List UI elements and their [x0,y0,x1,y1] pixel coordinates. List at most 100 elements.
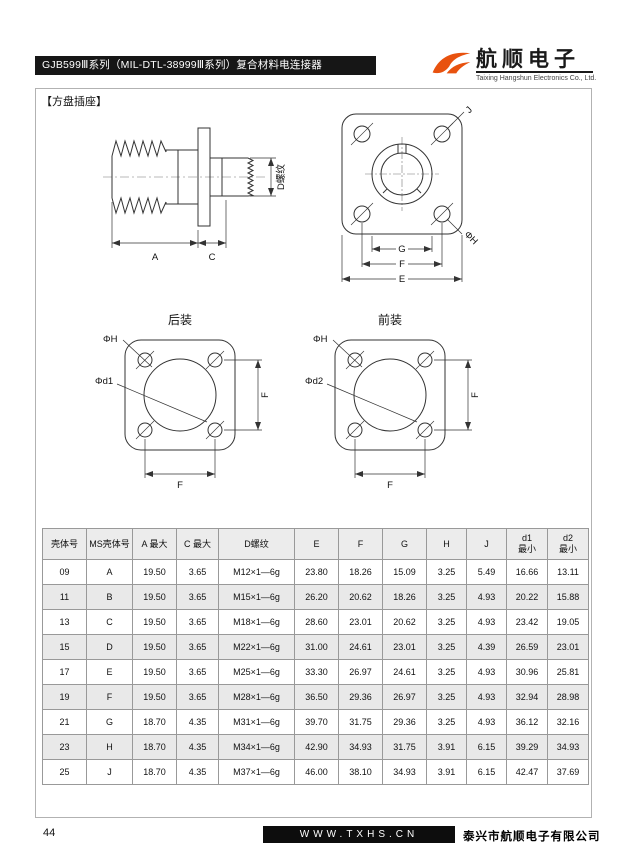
table-cell: 4.93 [466,684,507,710]
table-cell: 15 [42,634,87,660]
column-header: E [294,528,339,560]
dimension-lines [144,359,262,478]
table-cell: 34.93 [338,734,383,760]
column-header: J [466,528,507,560]
shell-circle [371,143,433,205]
front-mount-drawing: ΦH Φd2 F F [305,334,481,491]
flange-plate [197,127,211,227]
rear-mount-title: 后装 [167,313,192,327]
column-header: C 最大 [176,528,219,560]
table-cell: 3.65 [176,584,219,610]
table-cell: 4.35 [176,734,219,760]
dim-j-label: J [464,104,475,115]
dim-g-label: G [398,244,405,255]
table-cell: 3.65 [176,684,219,710]
table-cell: 11 [42,584,87,610]
table-cell: 26.20 [294,584,339,610]
table-cell: 25.81 [547,659,589,685]
table-cell: 23.01 [382,634,427,660]
table-cell: 32.94 [506,684,548,710]
table-cell: 29.36 [382,709,427,735]
page-number: 44 [43,827,56,839]
cutout-diameter-label: Φd1 [95,376,113,387]
table-cell: 23 [42,734,87,760]
column-header: D螺纹 [218,528,295,560]
leader-cutout [326,383,418,423]
table-cell: 34.93 [547,734,589,760]
leader-hole [446,218,463,235]
cutout-diameter-label: Φd2 [305,376,323,387]
flange-outline [341,111,465,235]
mounting-hole [433,125,451,143]
table-cell: 29.36 [338,684,383,710]
table-cell: 20.22 [506,584,548,610]
dimension-lines [111,157,276,248]
footer-company: 泰兴市航顺电子有限公司 [463,831,601,843]
column-header: d2 最小 [547,528,589,560]
table-cell: 3.25 [426,684,467,710]
column-header: MS壳体号 [86,528,133,560]
flange-square [341,113,463,235]
column-header: A 最大 [132,528,177,560]
table-cell: 25 [42,759,87,785]
table-cell: 19.50 [132,584,177,610]
table-cell: M34×1—6g [218,734,295,760]
brand-name: 航顺电子 [476,48,580,71]
dim-f-side-label: F [470,392,481,398]
table-cell: C [86,609,133,635]
table-cell: 28.98 [547,684,589,710]
mounting-hole [347,422,363,438]
table-cell: M37×1—6g [218,759,295,785]
mounting-hole [353,125,371,143]
table-cell: 31.00 [294,634,339,660]
acme-thread-top [111,139,167,158]
mounting-hole [433,205,451,223]
table-cell: 3.25 [426,634,467,660]
brand-subtitle: Taixing Hangshun Electronics Co., Ltd. [476,75,597,82]
table-cell: 15.09 [382,559,427,585]
table-cell: 09 [42,559,87,585]
flange-view-drawing: G F E J ΦH [341,104,480,285]
table-cell: 3.65 [176,559,219,585]
leader-hole [122,339,153,368]
front-mount-title: 前装 [377,313,402,327]
table-cell: 18.70 [132,709,177,735]
table-cell: 4.35 [176,759,219,785]
table-cell: 24.61 [382,659,427,685]
mounting-hole [353,205,371,223]
table-cell: 18.26 [338,559,383,585]
table-cell: 24.61 [338,634,383,660]
table-cell: 46.00 [294,759,339,785]
table-cell: 38.10 [338,759,383,785]
table-cell: 20.62 [338,584,383,610]
table-cell: 3.91 [426,759,467,785]
table-cell: 20.62 [382,609,427,635]
cutout-outline [116,339,236,451]
mounting-hole [137,352,153,368]
panel-square [334,339,446,451]
table-cell: 3.91 [426,734,467,760]
cutout-circle [143,358,217,432]
table-cell: 23.42 [506,609,548,635]
section-label: 【方盘插座】 [41,96,107,108]
table-cell: 39.29 [506,734,548,760]
table-cell: M28×1—6g [218,684,295,710]
table-cell: 5.49 [466,559,507,585]
mounting-hole [417,422,433,438]
table-cell: 3.25 [426,659,467,685]
table-cell: 4.39 [466,634,507,660]
table-cell: 3.65 [176,634,219,660]
table-cell: J [86,759,133,785]
table-cell: 21 [42,709,87,735]
dim-f-side-label: F [260,392,271,398]
table-cell: 4.93 [466,709,507,735]
bird-logo-icon [432,52,471,74]
table-cell: 19 [42,684,87,710]
table-cell: 13 [42,609,87,635]
